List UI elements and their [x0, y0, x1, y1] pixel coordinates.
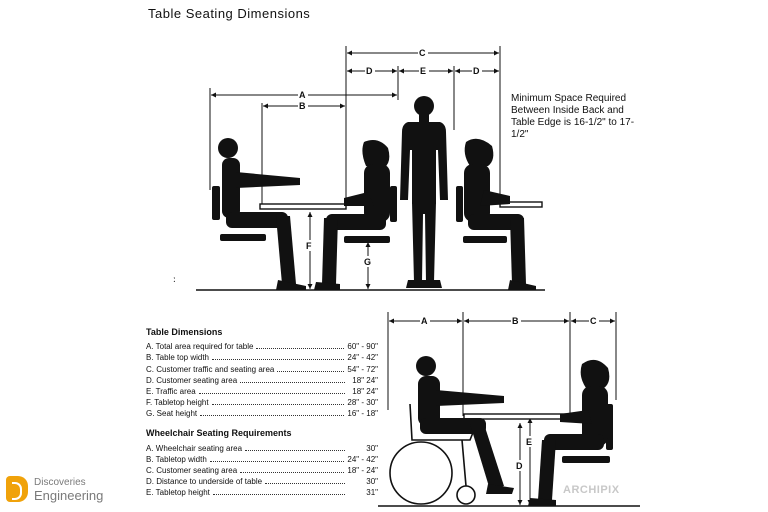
spec-value: 60" - 90" [347, 342, 378, 352]
label-a: A [421, 316, 428, 326]
label-e: E [420, 66, 426, 76]
spec-row: D. Customer seating area 18" 24" [146, 374, 378, 385]
label-b: B [299, 101, 306, 111]
leader-dots [209, 460, 345, 462]
table-dimensions-heading: Table Dimensions [146, 327, 223, 337]
spec-row: C. Customer seating area 18" - 24" [146, 464, 378, 475]
seated-man-figure [212, 138, 306, 290]
label-c: C [590, 316, 597, 326]
spec-label: C. Customer traffic and seating area [146, 364, 275, 374]
diagram-title: Table Seating Dimensions [148, 6, 311, 21]
logo-mark-icon [6, 476, 28, 502]
label-f: F [306, 241, 312, 251]
label-b: B [512, 316, 519, 326]
label-d: D [516, 461, 523, 471]
spec-row: B. Table top width 24" - 42" [146, 351, 378, 362]
spec-label: D. Distance to underside of table [146, 477, 263, 487]
leader-dots [240, 381, 345, 383]
spec-value: 30" [366, 443, 378, 453]
spec-row: A. Total area required for table 60" - 90… [146, 340, 378, 351]
leader-dots [277, 370, 345, 372]
spec-row: B. Tabletop width 24" - 42" [146, 453, 378, 464]
spec-row: E. Traffic area 18" 24" [146, 385, 378, 396]
discoveries-engineering-logo: Discoveries Engineering [6, 476, 103, 502]
spec-value: 18" - 24" [347, 465, 378, 475]
label-d: D [366, 66, 373, 76]
top-labels: C D E D A B F G [298, 47, 482, 267]
spec-value: 18" 24" [352, 386, 378, 396]
spec-value: 54" - 72" [347, 364, 378, 374]
leader-dots [212, 359, 345, 361]
spec-row: A. Wheelchair seating area 30" [146, 441, 378, 453]
leader-dots [265, 483, 345, 485]
minimum-space-note: Minimum Space Required Between Inside Ba… [511, 93, 635, 140]
leader-dots [245, 449, 345, 451]
label-e: E [526, 437, 532, 447]
table-dimensions-rows: A. Total area required for table 60" - 90… [146, 340, 378, 418]
spec-label: D. Customer seating area [146, 375, 238, 385]
spec-label: A. Total area required for table [146, 342, 254, 352]
table-left [259, 203, 347, 210]
leader-dots [256, 348, 345, 350]
stray-mark: ː [173, 275, 176, 284]
logo-line2: Engineering [34, 488, 104, 503]
spec-value: 30" [366, 477, 378, 487]
spec-value: 28" - 30" [347, 398, 378, 408]
spec-label: C. Customer seating area [146, 465, 238, 475]
spec-value: 31" [366, 488, 378, 498]
spec-value: 18" 24" [352, 375, 378, 385]
wheelchair-figure [389, 403, 476, 505]
spec-row: D. Distance to underside of table 30" [146, 475, 378, 486]
label-g: G [364, 257, 371, 267]
label-d: D [473, 66, 480, 76]
spec-value: 16" - 18" [347, 409, 378, 419]
spec-row: F. Tabletop height 28" - 30" [146, 396, 378, 407]
spec-label: G. Seat height [146, 409, 198, 419]
spec-value: 24" - 42" [347, 353, 378, 363]
leader-dots [240, 471, 345, 473]
spec-row: C. Customer traffic and seating area 54" … [146, 362, 378, 374]
label-c: C [419, 48, 426, 58]
leader-dots [200, 415, 345, 417]
seated-woman-right-figure [456, 138, 536, 290]
wheelchair-requirements-heading: Wheelchair Seating Requirements [146, 428, 292, 439]
spec-label: F. Tabletop height [146, 398, 209, 408]
spec-label: E. Traffic area [146, 386, 196, 396]
standing-man-figure [400, 96, 448, 288]
leader-dots [212, 494, 345, 496]
spec-row: G. Seat height 16" - 18" [146, 407, 378, 418]
bottom-labels: A B C D E [420, 315, 599, 471]
spec-label: B. Tabletop width [146, 454, 207, 464]
spec-label: E. Tabletop height [146, 488, 210, 498]
spec-row: E. Tabletop height 31" [146, 486, 378, 497]
seated-woman-bottom-figure [528, 359, 613, 506]
chair-frame [409, 403, 475, 441]
leader-dots [198, 392, 345, 394]
logo-line1: Discoveries [34, 477, 86, 488]
leader-dots [211, 404, 345, 406]
spec-label: A. Wheelchair seating area [146, 443, 243, 453]
spec-label: B. Table top width [146, 353, 210, 363]
spec-value: 24" - 42" [347, 454, 378, 464]
label-a: A [299, 90, 306, 100]
wheelchair-user-figure [416, 356, 514, 494]
wheel-small [456, 485, 476, 505]
seated-woman-figure [314, 140, 397, 290]
archipix-watermark: ARCHIPIX [563, 484, 620, 496]
specification-list: Table Dimensions A. Total area required … [146, 327, 378, 497]
wheel-large [389, 441, 453, 505]
